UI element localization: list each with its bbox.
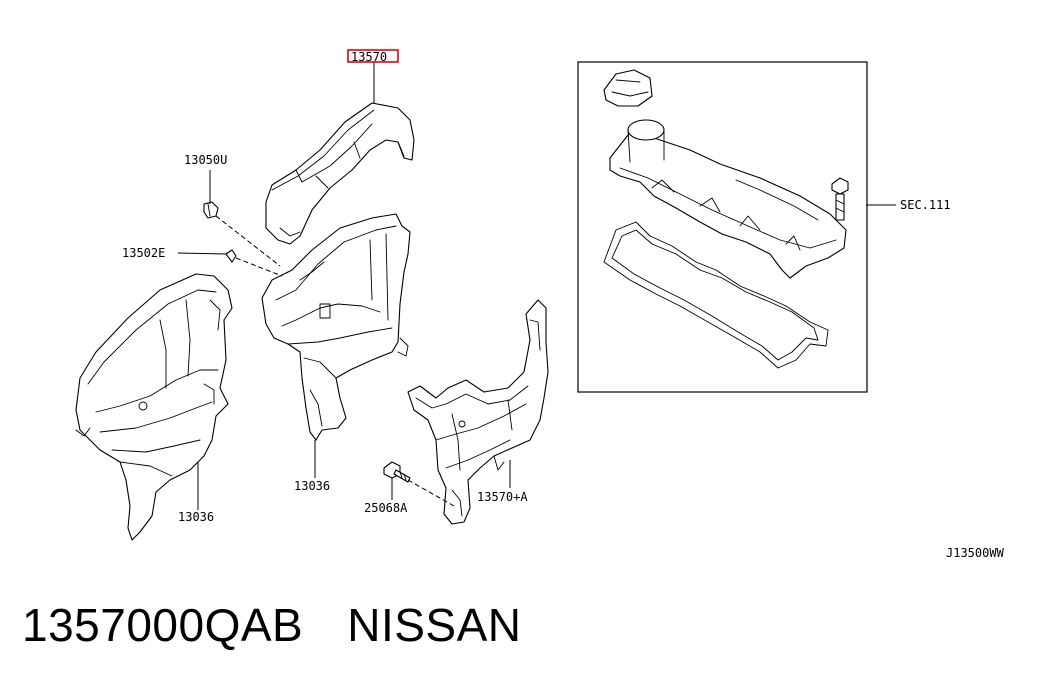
label-sec-ref: SEC.111 — [900, 198, 951, 212]
label-diagram-code: J13500WW — [946, 546, 1005, 560]
label-bolt: 25068A — [364, 501, 408, 515]
label-front-cover-left: 13036 — [178, 510, 214, 524]
label-top-cover: 13570 — [351, 50, 387, 64]
bolt-part — [383, 461, 411, 483]
cover-bolt — [831, 177, 849, 221]
grommet-connector — [235, 257, 283, 277]
label-rear-cover: 13570+A — [477, 490, 528, 504]
leader-grommet — [177, 252, 227, 255]
label-front-cover-mid: 13036 — [294, 479, 330, 493]
brand-name: NISSAN — [347, 599, 522, 651]
clip-connector — [215, 215, 281, 267]
front-cover-left — [75, 273, 233, 541]
grommet-part — [225, 249, 237, 263]
clip-part — [203, 201, 219, 219]
part-caption: 1357000QAB NISSAN — [22, 598, 522, 652]
rocker-gasket — [603, 221, 829, 369]
inset-box — [577, 61, 868, 393]
part-number: 1357000QAB — [22, 599, 304, 651]
highlight-box — [347, 49, 399, 63]
label-grommet: 13502E — [122, 246, 165, 260]
front-cover-middle — [261, 213, 411, 441]
rocker-cover — [609, 129, 847, 279]
rear-timing-cover — [407, 299, 549, 525]
oil-filler-cap — [603, 69, 665, 163]
label-clip: 13050U — [184, 153, 227, 167]
top-timing-cover — [265, 102, 415, 245]
bolt-connector — [407, 479, 455, 507]
